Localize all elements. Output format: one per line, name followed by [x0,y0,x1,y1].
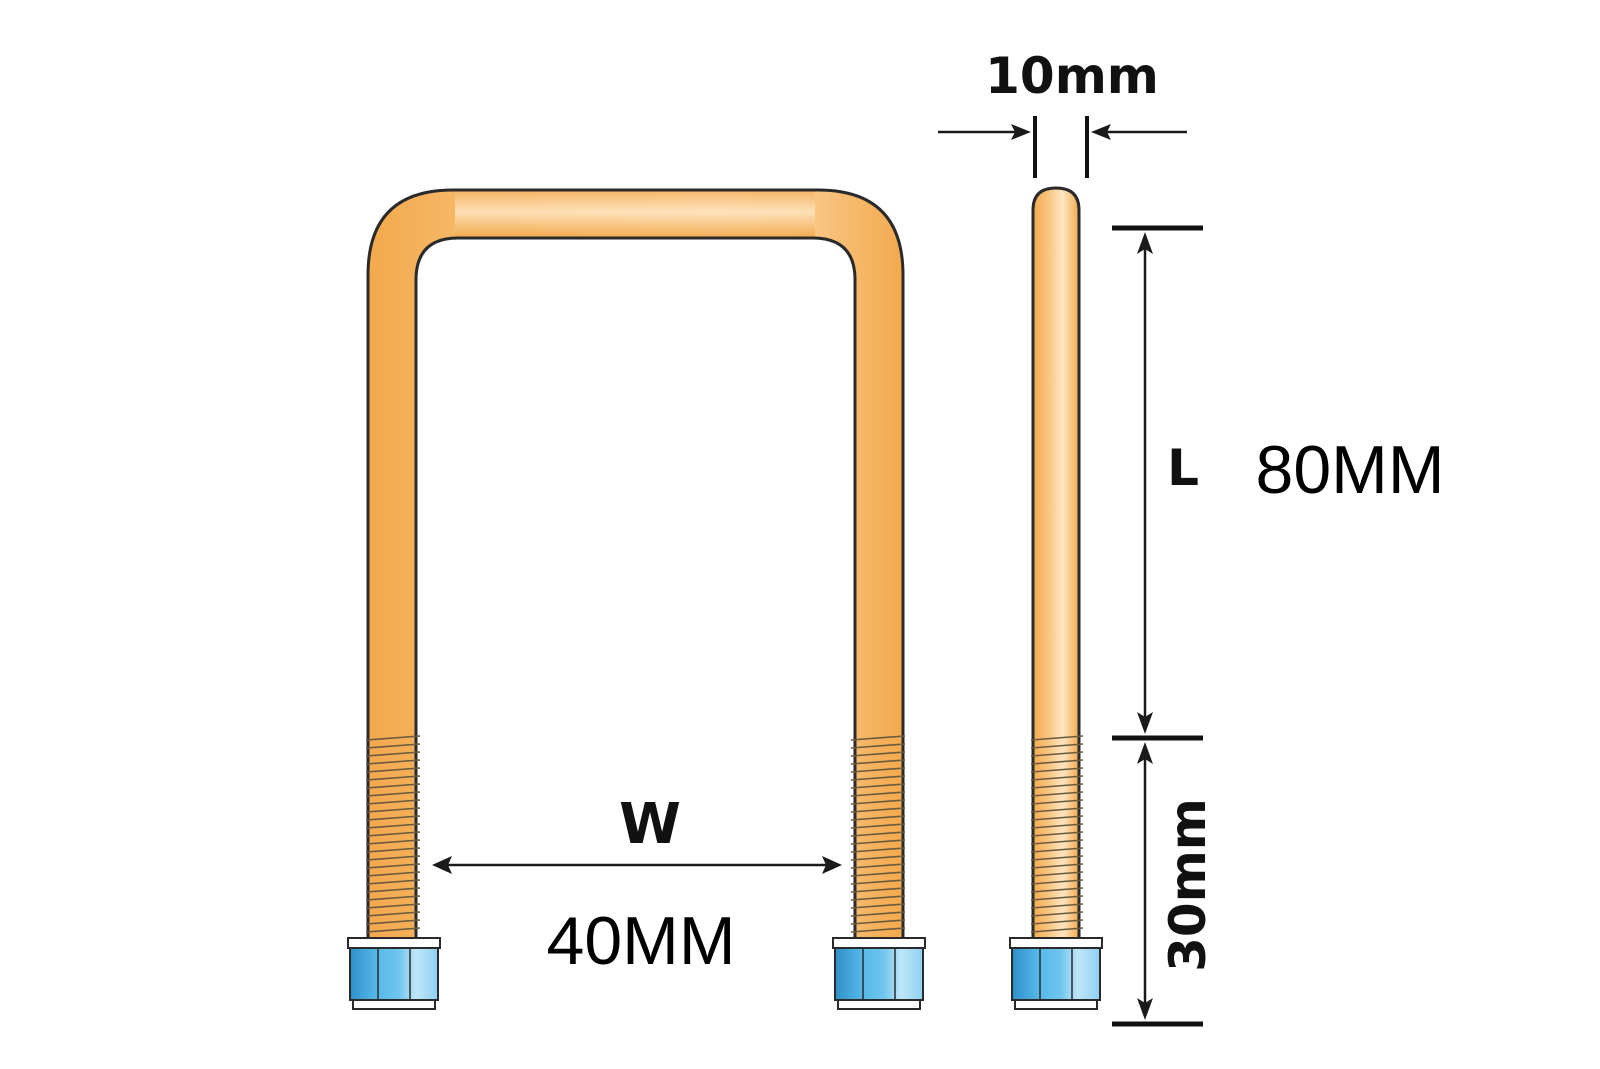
thread-line [850,823,906,829]
thread-line [365,839,421,845]
thread-line [1030,791,1084,797]
thread-line [365,823,421,829]
thread-line [365,903,421,909]
thread-line [1030,735,1084,741]
length-dimension [1112,225,1203,1027]
thread-line [365,799,421,805]
thread-line [1030,751,1084,757]
thread-line [850,791,906,797]
thread-line [850,903,906,909]
thread-line [1030,919,1084,925]
thread-line [1030,871,1084,877]
thread-line [365,863,421,869]
hex-nut-icon [834,947,924,1010]
u-bolt-side-view: 10mm L 80MM 30mm [938,47,1445,1027]
thread-line [1030,783,1084,789]
thread-line [365,751,421,757]
width-dimension [432,856,842,874]
thread-line [850,807,906,813]
thread-line [365,911,421,917]
thread-line [1030,863,1084,869]
thread-line [365,847,421,853]
thread-line [1030,775,1084,781]
thread-line [850,847,906,853]
thread-line [1030,927,1084,933]
thread-line [365,759,421,765]
thread-line [1030,879,1084,885]
hex-nut-icon [349,947,439,1010]
thread-line [850,735,906,741]
thread-right [850,735,906,933]
u-bolt-top-bar [455,191,815,237]
thread-line [365,855,421,861]
thread-line [850,895,906,901]
thread-line [1030,895,1084,901]
thread-line [365,871,421,877]
thread-line [365,791,421,797]
thread-line [365,783,421,789]
diameter-value: 10mm [985,47,1159,105]
thread-line [850,871,906,877]
thread-line [1030,911,1084,917]
thread-line [850,743,906,749]
thread-line [850,831,906,837]
thread-length-value: 30mm [1159,798,1217,972]
length-symbol: L [1167,439,1199,497]
thread-line [365,895,421,901]
thread-line [1030,847,1084,853]
thread-line [365,775,421,781]
thread-line [1030,807,1084,813]
thread-line [1030,831,1084,837]
thread-line [365,879,421,885]
thread-line [1030,767,1084,773]
thread-line [365,743,421,749]
thread-line [850,775,906,781]
thread-line [850,887,906,893]
thread-line [1030,759,1084,765]
thread-line [850,751,906,757]
thread-line [1030,855,1084,861]
thread-line [1030,903,1084,909]
thread-line [1030,887,1084,893]
thread-line [365,927,421,933]
thread-line [850,855,906,861]
thread-line [850,863,906,869]
thread-line [850,879,906,885]
thread-line [365,815,421,821]
thread-line [1030,743,1084,749]
thread-line [1030,815,1084,821]
thread-line [365,831,421,837]
hex-nut-icon [1011,947,1101,1010]
thread-line [850,927,906,933]
thread-line [850,815,906,821]
thread-line [365,767,421,773]
thread-line [850,799,906,805]
thread-line [1030,839,1084,845]
thread-line [365,919,421,925]
thread-line [1030,823,1084,829]
thread-line [365,807,421,813]
washer-right [832,937,926,949]
thread-line [365,735,421,741]
length-value: 80MM [1256,432,1445,508]
thread-line [365,887,421,893]
thread-line [1030,799,1084,805]
washer-left [347,937,441,949]
washer-side [1009,937,1103,949]
width-value: 40MM [547,903,736,979]
thread-side [1030,735,1084,933]
thread-line [850,919,906,925]
thread-line [850,767,906,773]
side-rod [1031,186,1081,947]
thread-line [850,839,906,845]
thread-line [850,759,906,765]
width-symbol: W [619,792,681,857]
thread-left [365,735,421,933]
u-bolt-front-view: W 40MM [347,188,926,1010]
diameter-dimension [938,116,1187,178]
thread-line [850,911,906,917]
thread-line [850,783,906,789]
